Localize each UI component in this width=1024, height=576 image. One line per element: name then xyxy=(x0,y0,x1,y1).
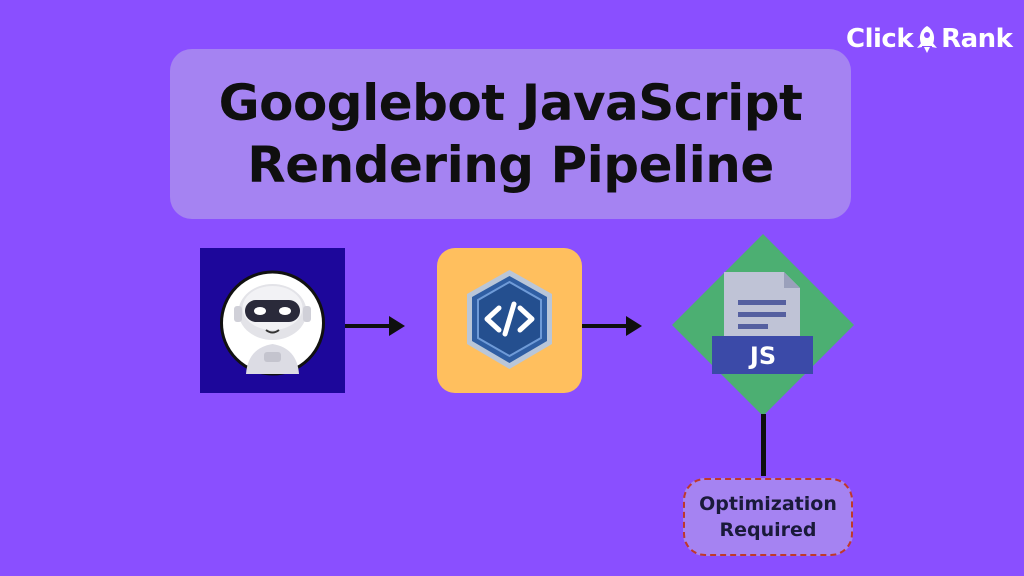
robot-icon xyxy=(220,270,325,376)
outcome-line-2: Required xyxy=(719,519,817,541)
title-box: Googlebot JavaScript Rendering Pipeline xyxy=(170,49,851,219)
title-line-1: Googlebot JavaScript xyxy=(218,74,803,132)
brand-logo: Click Rank xyxy=(846,20,1018,58)
code-icon xyxy=(467,270,552,369)
brand-text-right: Rank xyxy=(941,24,1013,54)
arrow-right-icon xyxy=(582,316,642,336)
js-file-icon xyxy=(712,272,813,374)
js-label: JS xyxy=(748,342,776,370)
brand-text-left: Click xyxy=(846,24,914,54)
optimization-required-box: Optimization Required xyxy=(683,478,853,556)
diamond-shape: JS xyxy=(672,234,854,416)
js-output-step: JS xyxy=(672,234,854,416)
rocket-icon xyxy=(917,26,938,53)
googlebot-step xyxy=(200,248,345,393)
title-line-2: Rendering Pipeline xyxy=(247,136,774,194)
code-render-step xyxy=(437,248,582,393)
outcome-line-1: Optimization xyxy=(699,493,837,515)
connector-line xyxy=(761,414,766,476)
arrow-right-icon xyxy=(345,316,405,336)
